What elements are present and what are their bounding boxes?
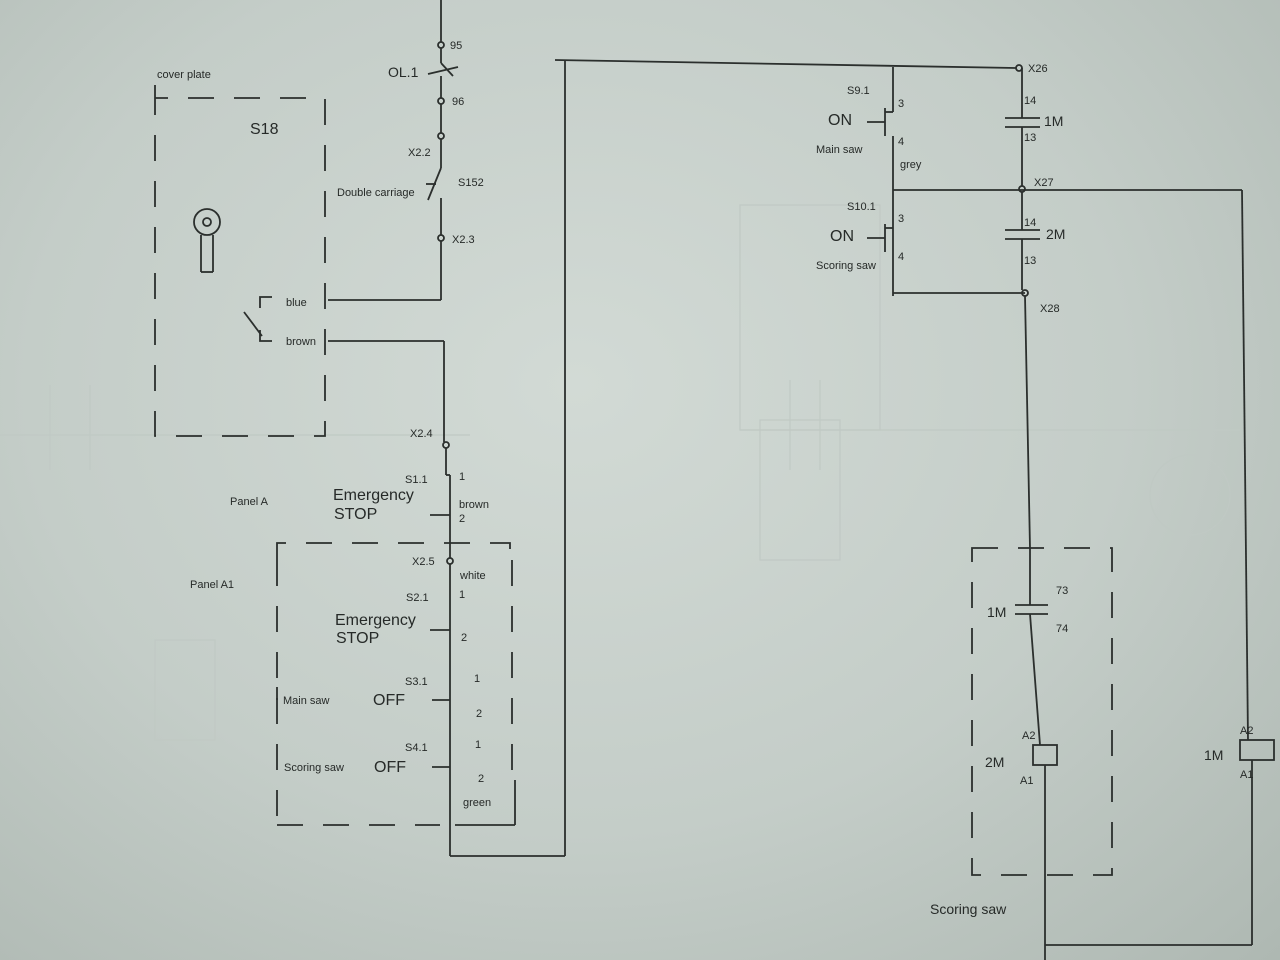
- contact-4-a: 4: [898, 136, 904, 148]
- s152-label: S152: [458, 177, 484, 189]
- ol1-label: OL.1: [388, 64, 419, 80]
- contact-1-c: 1: [474, 673, 480, 685]
- terminal-95: [437, 41, 445, 49]
- main-saw-button-label: Main saw: [816, 144, 863, 156]
- green-wire-label: green: [463, 797, 491, 809]
- panel-a-label: Panel A: [230, 496, 269, 508]
- key-icon: [193, 208, 221, 273]
- terminal-95-label: 95: [450, 40, 462, 52]
- contact-3-b: 3: [898, 213, 904, 225]
- s18-label: S18: [250, 121, 279, 138]
- coil-2m-a2: A2: [1022, 730, 1035, 742]
- x26-label: X26: [1028, 63, 1048, 75]
- cover-plate-outline: [154, 85, 326, 437]
- terminal-13-a: 13: [1024, 132, 1036, 144]
- coil-1m-a1: A1: [1240, 769, 1253, 781]
- scoring-saw-button-label: Scoring saw: [816, 260, 876, 272]
- off-1-label: OFF: [373, 692, 405, 709]
- blue-wire-label: blue: [286, 297, 307, 309]
- x2-5-label: X2.5: [412, 556, 435, 568]
- stop-1-label: STOP: [334, 506, 377, 523]
- terminal-14-b: 14: [1024, 217, 1036, 229]
- terminal-74: 74: [1056, 623, 1068, 635]
- x2-3-label: X2.3: [452, 234, 475, 246]
- terminal-x2-2: [437, 132, 445, 140]
- contact-2m-label: 2M: [1046, 226, 1065, 242]
- x27-label: X27: [1034, 177, 1054, 189]
- terminal-96-label: 96: [452, 96, 464, 108]
- left-control-circuit: [154, 0, 1017, 857]
- terminal-x2-3: [437, 234, 445, 242]
- emergency-stop-1-label: Emergency: [333, 487, 414, 504]
- s1-1-label: S1.1: [405, 474, 428, 486]
- white-wire-label: white: [459, 570, 486, 582]
- off-2-label: OFF: [374, 759, 406, 776]
- terminal-14-a: 14: [1024, 95, 1036, 107]
- s3-1-label: S3.1: [405, 676, 428, 688]
- on-1-label: ON: [828, 112, 852, 129]
- coil-1m-a2: A2: [1240, 725, 1253, 737]
- main-saw-label: Main saw: [283, 695, 330, 707]
- coil-2m-a1: A1: [1020, 775, 1033, 787]
- terminal-x2-5: [446, 557, 454, 565]
- contact-3-a: 3: [898, 98, 904, 110]
- stop-2-label: STOP: [336, 630, 379, 647]
- contact-1m-label: 1M: [1044, 113, 1063, 129]
- grey-wire-label: grey: [900, 159, 922, 171]
- coil-1m: [1239, 739, 1275, 761]
- labels: cover plate S18 OL.1 95 96 X2.2 Double c…: [157, 40, 1253, 917]
- brown-wire-label: brown: [286, 336, 316, 348]
- s10-1-label: S10.1: [847, 201, 876, 213]
- x2-4-label: X2.4: [410, 428, 433, 440]
- panel-a1-outline: [276, 542, 511, 560]
- terminal-96: [437, 97, 445, 105]
- terminal-73: 73: [1056, 585, 1068, 597]
- contact-1-d: 1: [475, 739, 481, 751]
- coil-2m: [1032, 744, 1058, 766]
- coil-1m-label: 1M: [1204, 747, 1223, 763]
- terminal-x27: [1018, 185, 1026, 193]
- emergency-stop-2-label: Emergency: [335, 612, 416, 629]
- cover-plate-label: cover plate: [157, 69, 211, 81]
- panel-a1-label: Panel A1: [190, 579, 234, 591]
- x28-label: X28: [1040, 303, 1060, 315]
- contact-4-b: 4: [898, 251, 904, 263]
- s18-contact-top: [259, 296, 272, 308]
- s18-contact-blade: [243, 311, 263, 337]
- x2-2-label: X2.2: [408, 147, 431, 159]
- contact-2-a: 2: [459, 513, 465, 525]
- scoring-saw-label: Scoring saw: [284, 762, 344, 774]
- s2-1-label: S2.1: [406, 592, 429, 604]
- scoring-saw-box-label: Scoring saw: [930, 901, 1007, 917]
- terminal-x2-4: [442, 441, 450, 449]
- terminal-13-b: 13: [1024, 255, 1036, 267]
- brown-wire-label-2: brown: [459, 499, 489, 511]
- contact-1-a: 1: [459, 471, 465, 483]
- aux-contact-1m-label: 1M: [987, 604, 1006, 620]
- s9-1-label: S9.1: [847, 85, 870, 97]
- right-contactor-circuit: [867, 64, 1275, 960]
- bleed-through-background: [0, 204, 1240, 741]
- contact-1-b: 1: [459, 589, 465, 601]
- s4-1-label: S4.1: [405, 742, 428, 754]
- coil-2m-label: 2M: [985, 754, 1004, 770]
- contact-2-d: 2: [478, 773, 484, 785]
- on-2-label: ON: [830, 228, 854, 245]
- scoring-saw-outline: [971, 547, 1113, 876]
- double-carriage-label: Double carriage: [337, 187, 415, 199]
- contact-2-c: 2: [476, 708, 482, 720]
- contact-2-b: 2: [461, 632, 467, 644]
